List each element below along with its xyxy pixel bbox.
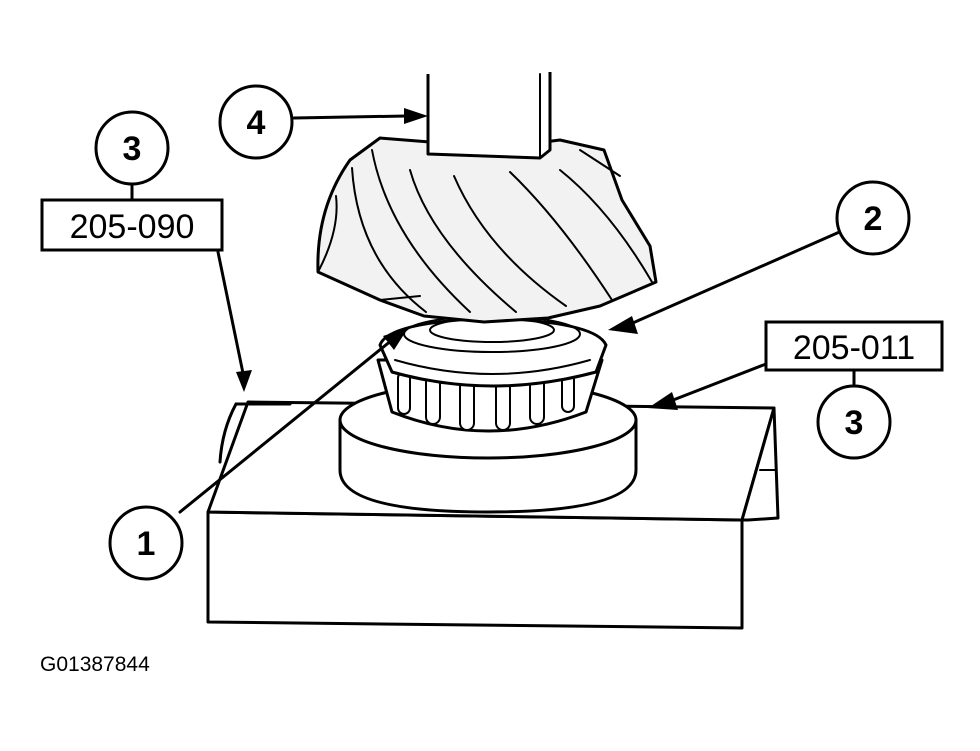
callout-3-right: 3 xyxy=(816,384,892,460)
bearing-cone xyxy=(378,315,608,388)
callout-2: 2 xyxy=(835,180,911,256)
leader-205-011 xyxy=(648,362,768,410)
tool-box-205-011: 205-011 xyxy=(764,320,944,388)
tool-205-090-label: 205-090 xyxy=(70,208,195,246)
figure-id: G01387844 xyxy=(40,653,150,676)
tool-205-011-label: 205-011 xyxy=(793,329,915,367)
callout-4: 4 xyxy=(218,84,294,160)
tool-box-205-090: 205-090 xyxy=(40,198,224,252)
leader-1 xyxy=(178,328,408,514)
leader-2 xyxy=(608,228,846,334)
callout-3-left-label: 3 xyxy=(123,130,142,168)
leader-4 xyxy=(292,108,428,124)
pinion-gear xyxy=(316,136,658,324)
callout-1: 1 xyxy=(108,505,184,581)
callout-4-label: 4 xyxy=(247,104,266,142)
callout-3-right-label: 3 xyxy=(845,404,864,442)
press-ram xyxy=(426,72,552,160)
callout-2-label: 2 xyxy=(864,200,883,238)
callout-1-label: 1 xyxy=(137,525,156,563)
leader-205-090 xyxy=(216,250,292,464)
callout-3-left: 3 xyxy=(94,110,170,202)
